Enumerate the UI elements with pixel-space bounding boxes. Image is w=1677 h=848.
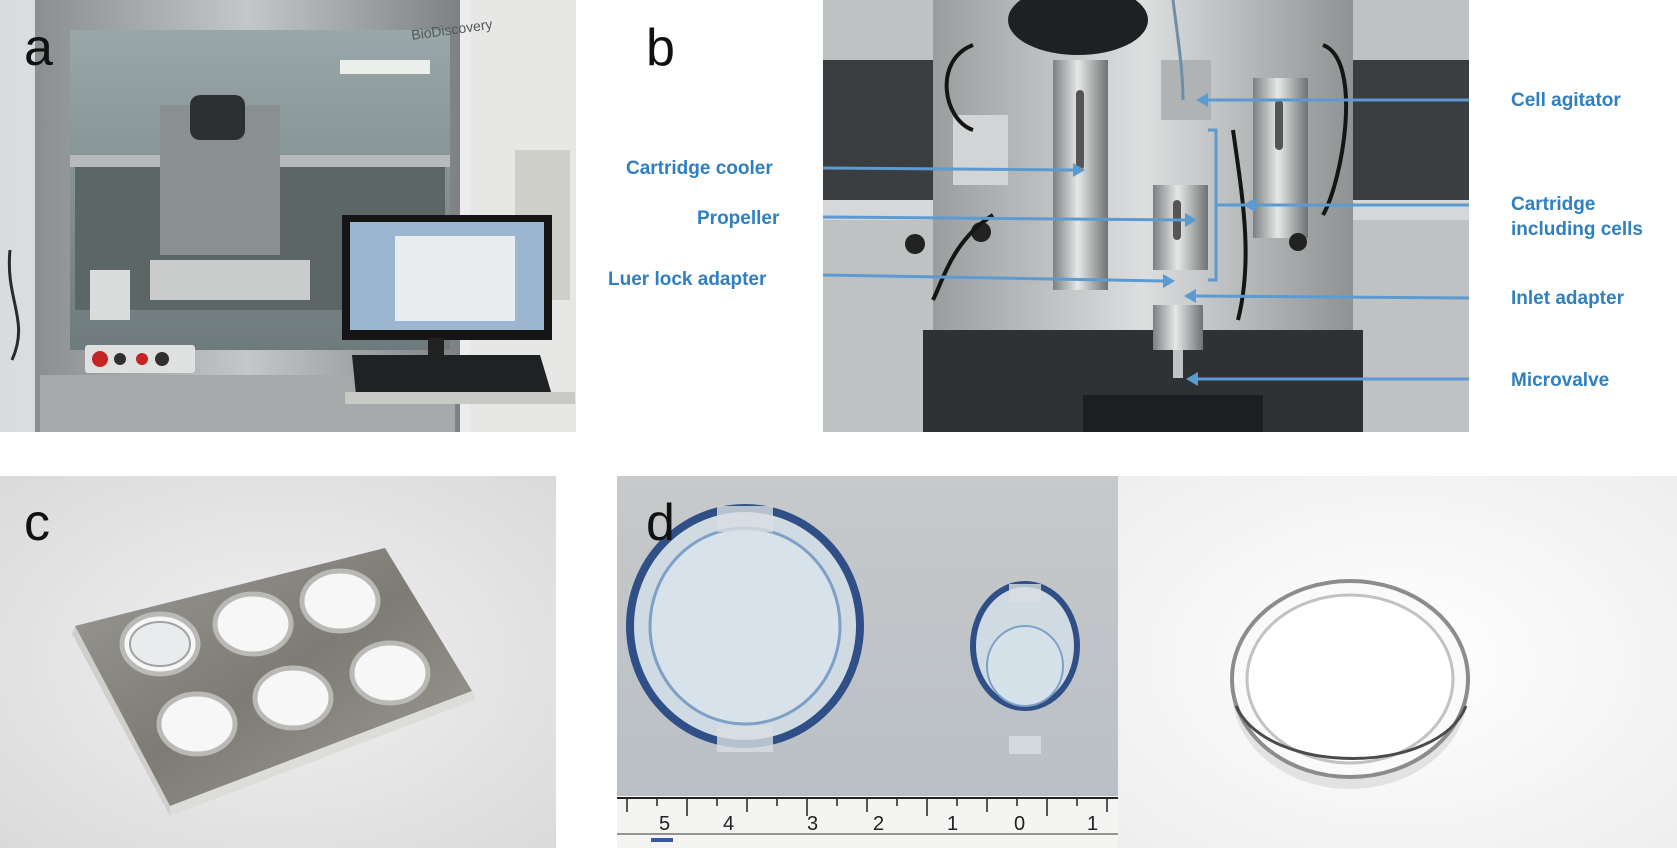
ruler-label-2: 2 xyxy=(873,813,884,835)
panel-b-letter: b xyxy=(646,19,675,77)
panel-b-photo xyxy=(823,0,1469,432)
panel-a-photo: BioDiscovery xyxy=(0,0,576,432)
panel-c-photo xyxy=(0,476,556,848)
label-propeller: Propeller xyxy=(697,208,780,229)
ruler-label-0: 0 xyxy=(1014,813,1025,835)
ruler-label-3: 3 xyxy=(807,813,818,835)
label-cell-agitator: Cell agitator xyxy=(1511,90,1621,111)
label-luer-lock-adapter: Luer lock adapter xyxy=(608,269,767,290)
panel-d-letter: d xyxy=(646,494,675,552)
label-cartridge-cooler: Cartridge cooler xyxy=(626,158,773,179)
ruler-label-1b: 1 xyxy=(1087,813,1098,835)
label-microvalve: Microvalve xyxy=(1511,370,1610,391)
ruler-label-5: 5 xyxy=(659,813,670,835)
panel-d-photo: 5 4 3 2 1 0 1 xyxy=(617,476,1118,848)
panel-d-dish-photo xyxy=(1118,476,1677,848)
label-cartridge-line1: Cartridge xyxy=(1511,194,1596,215)
panel-a-letter: a xyxy=(24,19,53,77)
ruler-label-1: 1 xyxy=(947,813,958,835)
label-inlet-adapter: Inlet adapter xyxy=(1511,288,1624,309)
label-cartridge-line2: including cells xyxy=(1511,219,1643,240)
panel-c-letter: c xyxy=(24,494,50,552)
ruler-label-4: 4 xyxy=(723,813,734,835)
